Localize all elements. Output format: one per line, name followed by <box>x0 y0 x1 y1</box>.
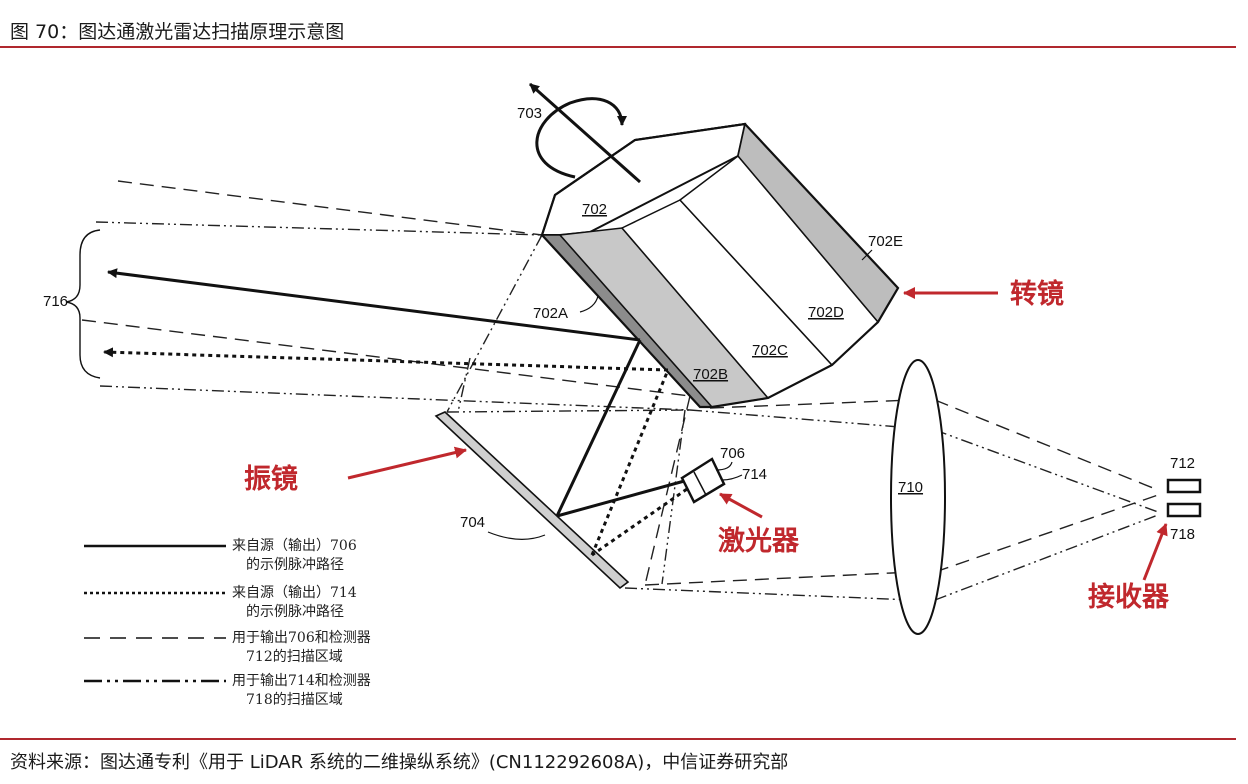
label-716: 716 <box>43 293 68 310</box>
polygon-mirror <box>539 122 900 409</box>
svg-text:振镜: 振镜 <box>244 464 298 495</box>
source-note: 资料来源：图达通专利《用于 LiDAR 系统的二维操纵系统》(CN1122926… <box>10 752 789 773</box>
source-divider <box>0 738 1236 740</box>
legend-1-line2: 的示例脉冲路径 <box>246 557 344 573</box>
callout-polygon-mirror: 转镜 <box>903 279 1064 310</box>
legend-3-line2: 712的扫描区域 <box>246 649 343 665</box>
legend-1-line1: 来自源（输出）706 <box>232 538 357 554</box>
title-divider <box>0 46 1236 48</box>
label-706: 706 <box>720 445 745 462</box>
label-702b: 702B <box>693 366 728 383</box>
lidar-scan-diagram: 703 702 702E 702D 702C 702B 702A 704 706… <box>43 82 1202 708</box>
label-702c: 702C <box>752 342 788 359</box>
rotation-indicator <box>529 82 641 184</box>
label-718: 718 <box>1170 526 1195 543</box>
scan-region-706 <box>81 180 1159 586</box>
label-714: 714 <box>742 466 767 483</box>
label-702e: 702E <box>868 233 903 250</box>
legend-4-line2: 718的扫描区域 <box>246 692 343 708</box>
label-703: 703 <box>517 105 542 122</box>
label-702d: 702D <box>808 304 844 321</box>
detector-718 <box>1166 502 1202 518</box>
callout-receiver: 接收器 <box>1088 523 1170 613</box>
pulse-path-714 <box>103 347 701 557</box>
legend-3-line1: 用于输出706和检测器 <box>232 630 371 646</box>
svg-text:接收器: 接收器 <box>1088 582 1170 613</box>
detectors <box>1166 478 1202 518</box>
pulse-path-706 <box>107 268 689 518</box>
callout-laser: 激光器 <box>718 492 800 557</box>
detector-712 <box>1166 478 1202 494</box>
callout-galvo-mirror: 振镜 <box>244 446 467 495</box>
legend-4-line1: 用于输出714和检测器 <box>232 673 371 689</box>
label-704: 704 <box>460 514 485 531</box>
laser-source <box>680 457 726 504</box>
legend-2-line2: 的示例脉冲路径 <box>246 604 344 620</box>
receiving-lens <box>890 359 946 635</box>
figure-title: 图 70：图达通激光雷达扫描原理示意图 <box>10 21 345 43</box>
galvo-mirror <box>434 411 630 590</box>
legend: 来自源（输出）706 的示例脉冲路径 来自源（输出）714 的示例脉冲路径 用于… <box>84 538 371 708</box>
label-712: 712 <box>1170 455 1195 472</box>
label-702: 702 <box>582 201 607 218</box>
label-702a: 702A <box>533 305 568 322</box>
scan-output-brace <box>65 229 101 379</box>
svg-text:激光器: 激光器 <box>718 525 800 557</box>
scan-region-714 <box>95 221 1159 601</box>
label-710: 710 <box>898 479 923 496</box>
legend-2-line1: 来自源（输出）714 <box>232 585 357 601</box>
svg-text:转镜: 转镜 <box>1010 279 1064 310</box>
